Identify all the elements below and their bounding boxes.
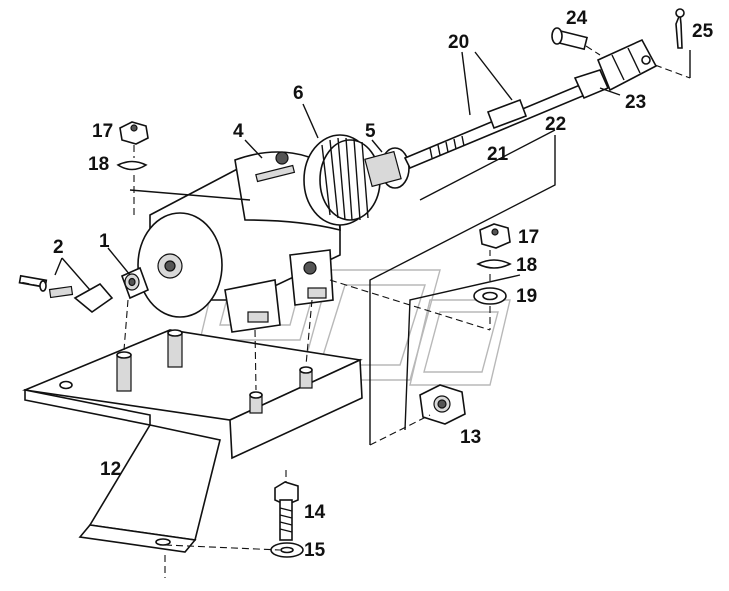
- nut-part-17-right: [479, 223, 511, 249]
- callout-labels: 1 2 4 5 6 12 13 14 15 17 17 18 18 19 20 …: [53, 8, 714, 561]
- boot-part-20: [486, 98, 528, 130]
- washer-part-19: [473, 287, 507, 305]
- callout-18-right: 18: [516, 255, 537, 276]
- callout-13: 13: [460, 427, 481, 448]
- nut-part-13: [419, 384, 466, 425]
- callout-25: 25: [692, 21, 714, 42]
- washer-part-18-left: [116, 160, 148, 171]
- clevis-pin-part-24: [551, 27, 589, 51]
- callout-18-left: 18: [88, 154, 109, 175]
- cotter-pin-part-25: [675, 8, 685, 49]
- callout-14: 14: [304, 502, 326, 523]
- callout-20: 20: [448, 32, 469, 53]
- fitting-part-1: [120, 266, 150, 300]
- callout-4: 4: [233, 121, 244, 142]
- callout-19: 19: [516, 286, 537, 307]
- callout-5: 5: [365, 121, 376, 142]
- callout-23: 23: [625, 92, 646, 113]
- callout-6: 6: [293, 83, 304, 104]
- callout-1: 1: [99, 231, 110, 252]
- callout-2: 2: [53, 237, 64, 258]
- clamp-ring-part-6: [303, 134, 381, 226]
- washer-part-18-right: [476, 259, 512, 269]
- bracket-part-12: [22, 329, 363, 553]
- housing-part-5: [364, 147, 410, 189]
- callout-17-right: 17: [518, 227, 539, 248]
- washer-part-15: [270, 542, 304, 558]
- callout-24: 24: [566, 8, 588, 29]
- leader-lines: [54, 50, 691, 445]
- callout-12: 12: [100, 459, 121, 480]
- callout-17-left: 17: [92, 121, 113, 142]
- callout-15: 15: [304, 540, 326, 561]
- clevis-part-23: [573, 38, 658, 100]
- brake-chamber-part-4: [137, 151, 341, 333]
- callout-22: 22: [545, 114, 566, 135]
- bolt-part-14: [274, 481, 299, 541]
- nut-part-17-left: [119, 121, 149, 145]
- callout-21: 21: [487, 144, 509, 165]
- connector-part-2: [18, 274, 114, 314]
